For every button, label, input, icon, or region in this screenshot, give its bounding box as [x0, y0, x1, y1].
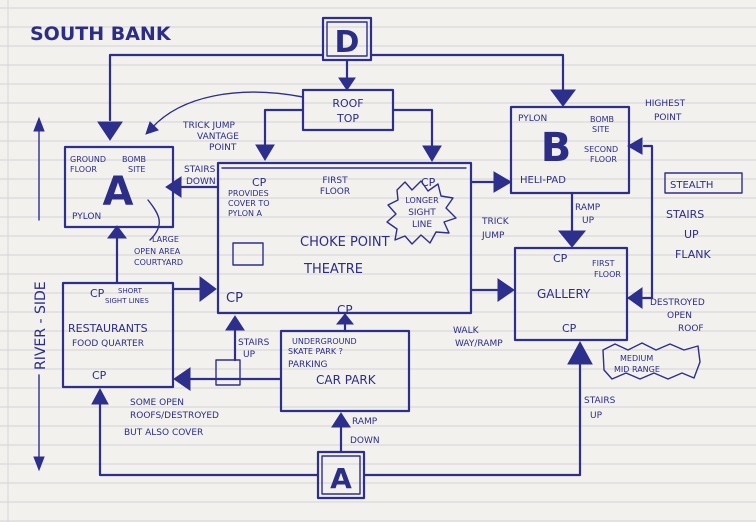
spawn-d-letter: D: [335, 25, 360, 60]
gallery-first-2: FLOOR: [594, 270, 621, 279]
annotations: HIGHEST POINT TRICK JUMP VANTAGE POINT S…: [105, 99, 743, 446]
page-title: SOUTH BANK: [30, 23, 172, 45]
destroyed-2: OPEN: [667, 311, 692, 321]
ramp-up-2: UP: [582, 216, 595, 226]
bombsite-b-helipad: HELI-PAD: [520, 175, 566, 186]
roof-label-2: TOP: [336, 112, 359, 125]
bombsite-a-ground-1: GROUND: [70, 155, 106, 164]
car-park-name-4: CAR PARK: [316, 373, 377, 387]
ramp-up-1: RAMP: [575, 203, 601, 213]
theatre-cp-bottom: CP: [226, 291, 243, 306]
large-open-1: LARGE: [152, 235, 179, 244]
spawn-d-marker: D: [321, 16, 373, 62]
car-park-name-1: UNDERGROUND: [292, 337, 357, 346]
gallery-first-1: FIRST: [592, 259, 615, 268]
destroyed-3: ROOF: [678, 324, 704, 334]
medium-burst: [602, 342, 701, 380]
gallery-cp-top: CP: [553, 252, 568, 265]
bombsite-b-pylon: PYLON: [518, 114, 547, 124]
walkway-1: WALK: [453, 326, 480, 336]
trick-jump-2: JUMP: [481, 231, 505, 241]
stairs-up-right-1: STAIRS: [584, 396, 616, 406]
large-open-2: OPEN AREA: [134, 247, 181, 256]
stairs-up-right-2: UP: [590, 411, 603, 421]
theatre-cover-2: COVER TO: [228, 199, 270, 208]
theatre-name-1: CHOKE POINT: [300, 235, 390, 250]
restaurants-name-2: FOOD QUARTER: [72, 339, 144, 349]
gallery-cp-bottom: CP: [562, 322, 577, 335]
longer-2: SIGHT: [408, 208, 436, 218]
theatre-cover-3: PYLON A: [228, 209, 263, 218]
highest-1: HIGHEST: [645, 99, 686, 109]
trick-vantage-1: TRICK JUMP: [182, 121, 235, 131]
bombsite-b-second-1: SECOND: [584, 145, 618, 154]
ramp-down-2: DOWN: [350, 436, 380, 446]
spawn-a-letter: A: [330, 462, 352, 495]
stairs-down-1: STAIRS: [184, 165, 216, 175]
theatre-cover-1: PROVIDES: [228, 189, 269, 198]
longer-sight-line-burst: LONGER SIGHT LINE: [386, 180, 457, 245]
connectors: [91, 53, 654, 477]
some-open-3: BUT ALSO COVER: [124, 428, 203, 438]
destroyed-1: DESTROYED: [650, 298, 705, 308]
stairs-up-left-2: UP: [243, 350, 256, 360]
restaurants-cp-top: CP: [90, 287, 105, 300]
short-sight-1: SHORT: [118, 287, 143, 295]
restaurants-node: CP RESTAURANTS FOOD QUARTER CP: [61, 281, 175, 389]
longer-3: LINE: [412, 220, 432, 230]
roof-label-1: ROOF: [332, 97, 363, 110]
theatre-name-2: THEATRE: [303, 262, 363, 277]
theatre-first-2: FLOOR: [320, 187, 350, 197]
walkway-2: WAY/RAMP: [455, 339, 503, 349]
restaurants-cp-bottom: CP: [92, 369, 107, 382]
gallery-name: GALLERY: [537, 287, 591, 301]
bombsite-a-bomb-1: BOMB: [122, 155, 146, 164]
car-park-cp: CP: [337, 303, 353, 317]
some-open-2: ROOFS/DESTROYED: [130, 411, 219, 421]
longer-1: LONGER: [405, 196, 439, 205]
bombsite-a-bomb-2: SITE: [128, 165, 145, 174]
gallery-node: CP FIRST FLOOR GALLERY CP: [513, 246, 629, 342]
stealth-label: STEALTH: [670, 180, 713, 191]
car-park-name-3: PARKING: [288, 360, 328, 370]
car-park-name-2: SKATE PARK ?: [288, 347, 343, 356]
trick-vantage-2: VANTAGE: [197, 132, 239, 142]
stairs-up-left-1: STAIRS: [238, 338, 270, 348]
stairs-flank-2: UP: [684, 228, 699, 241]
river-side-label: RIVER - SIDE: [33, 281, 49, 370]
stairs-flank-1: STAIRS: [666, 208, 704, 221]
some-open-1: SOME OPEN: [130, 398, 184, 408]
highest-2: POINT: [654, 113, 682, 123]
short-sight-2: SIGHT LINES: [105, 297, 149, 305]
restaurants-name-1: RESTAURANTS: [68, 322, 148, 335]
bombsite-b-node: B PYLON BOMB SITE SECOND FLOOR HELI-PAD: [509, 105, 631, 195]
stealth-box: [664, 172, 743, 194]
medium-1: MEDIUM: [620, 354, 653, 363]
trick-jump-1: TRICK: [481, 217, 510, 227]
bombsite-b-bomb-2: SITE: [592, 125, 609, 134]
bombsite-b-bomb-1: BOMB: [590, 115, 614, 124]
bombsite-a-pylon: PYLON: [72, 212, 101, 222]
trick-vantage-3: POINT: [209, 143, 237, 153]
river-side-axis: RIVER - SIDE: [33, 116, 49, 472]
bombsite-a-node: A GROUND FLOOR BOMB SITE PYLON: [63, 145, 175, 229]
bombsite-a-ground-2: FLOOR: [70, 165, 97, 174]
medium-2: MID RANGE: [614, 365, 660, 374]
large-open-3: COURTYARD: [134, 258, 183, 267]
bombsite-b-second-2: FLOOR: [590, 155, 617, 164]
theatre-cp-left: CP: [252, 176, 267, 189]
theatre-first-1: FIRST: [322, 176, 348, 186]
bombsite-a-letter: A: [103, 169, 134, 215]
stairs-down-2: DOWN: [186, 177, 216, 187]
bombsite-b-letter: B: [541, 125, 572, 171]
ramp-down-1: RAMP: [352, 417, 378, 427]
roof-top-node: ROOF TOP: [301, 88, 395, 132]
spawn-a-marker: A: [316, 450, 366, 500]
stairs-flank-3: FLANK: [675, 248, 711, 261]
theatre-cover-box: [232, 242, 264, 266]
